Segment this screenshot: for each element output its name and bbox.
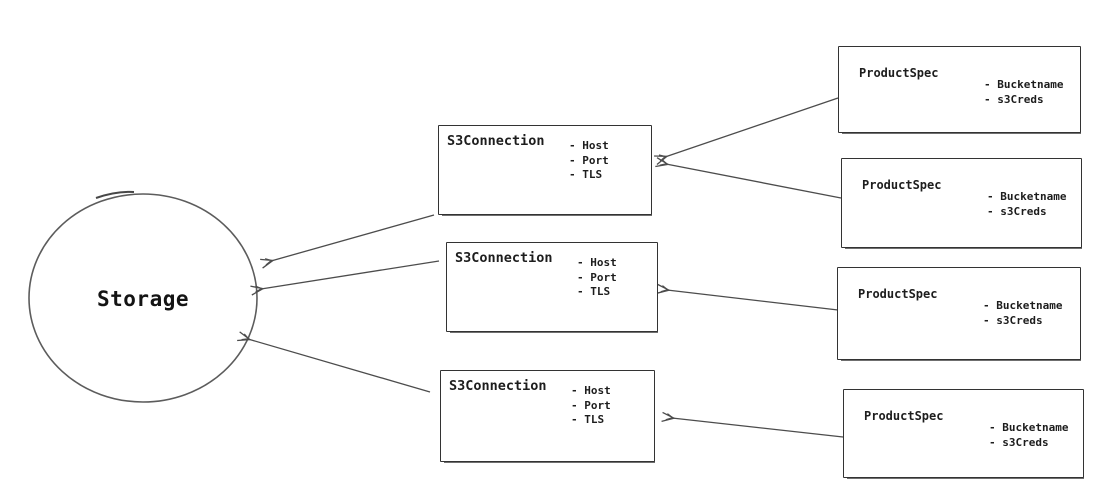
- connector-s3connection1-storage: [271, 214, 435, 261]
- productspec-box-1: ProductSpec - Bucketname - s3Creds: [838, 46, 1081, 133]
- attribute-s3creds: - s3Creds: [984, 92, 1044, 106]
- attribute-list: - Bucketname - s3Creds: [983, 299, 1062, 328]
- connector-s3connection3-storage: [248, 339, 431, 393]
- attribute-s3creds: - s3Creds: [989, 435, 1049, 449]
- storage-circle: [28, 193, 258, 403]
- attribute-tls: - TLS: [571, 413, 605, 426]
- productspec-box-title: ProductSpec: [862, 178, 942, 192]
- productspec-box-4: ProductSpec - Bucketname - s3Creds: [843, 389, 1084, 478]
- attribute-list: - Host - Port - TLS: [569, 139, 609, 183]
- connector-productspec3-s3connection2: [667, 290, 839, 311]
- attribute-host: - Host: [577, 256, 617, 269]
- connector-s3connection2-storage: [261, 260, 440, 289]
- connector-productspec1-s3connection1: [665, 97, 839, 157]
- storage-circle-sketch-stroke: [95, 190, 135, 199]
- attribute-bucketname: - Bucketname: [984, 78, 1064, 91]
- s3connection-box-title: S3Connection: [447, 133, 545, 149]
- productspec-box-3: ProductSpec - Bucketname - s3Creds: [837, 267, 1081, 360]
- productspec-box-title: ProductSpec: [859, 66, 939, 80]
- attribute-list: - Bucketname - s3Creds: [984, 78, 1063, 107]
- attribute-bucketname: - Bucketname: [987, 190, 1067, 203]
- storage-node-label: Storage: [96, 287, 190, 311]
- attribute-s3creds: - s3Creds: [983, 313, 1043, 327]
- attribute-host: - Host: [571, 384, 611, 397]
- productspec-box-2: ProductSpec - Bucketname - s3Creds: [841, 158, 1082, 248]
- attribute-tls: - TLS: [577, 285, 611, 298]
- attribute-bucketname: - Bucketname: [983, 299, 1063, 312]
- connector-productspec4-s3connection3: [672, 418, 844, 438]
- attribute-bucketname: - Bucketname: [989, 421, 1069, 434]
- attribute-port: - Port: [577, 270, 617, 284]
- productspec-box-title: ProductSpec: [864, 409, 944, 423]
- attribute-list: - Host - Port - TLS: [577, 256, 617, 300]
- s3connection-box-2: S3Connection - Host - Port - TLS: [446, 242, 658, 332]
- connector-productspec2-s3connection1: [666, 164, 842, 199]
- attribute-port: - Port: [569, 153, 609, 167]
- s3connection-box-title: S3Connection: [455, 250, 553, 266]
- attribute-s3creds: - s3Creds: [987, 204, 1047, 218]
- attribute-list: - Bucketname - s3Creds: [989, 421, 1068, 450]
- productspec-box-title: ProductSpec: [858, 287, 938, 301]
- attribute-list: - Bucketname - s3Creds: [987, 190, 1066, 219]
- attribute-host: - Host: [569, 139, 609, 152]
- attribute-tls: - TLS: [569, 168, 603, 181]
- s3connection-box-1: S3Connection - Host - Port - TLS: [438, 125, 652, 215]
- s3connection-box-title: S3Connection: [449, 378, 547, 394]
- attribute-port: - Port: [571, 398, 611, 412]
- attribute-list: - Host - Port - TLS: [571, 384, 611, 428]
- s3connection-box-3: S3Connection - Host - Port - TLS: [440, 370, 655, 462]
